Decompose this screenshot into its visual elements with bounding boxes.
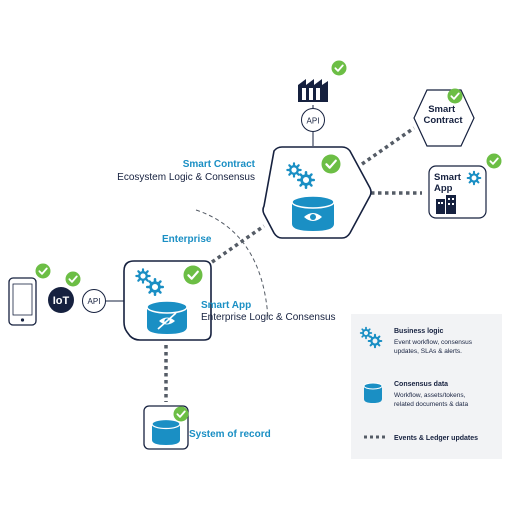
phone-check-icon (34, 262, 52, 280)
legend-consensus-data-desc-1: Workflow, assets/tokens, (394, 392, 466, 399)
api-left-label: API (88, 297, 101, 306)
smart-contract-node-check-icon (446, 87, 464, 105)
smart-app-node-building-icon (436, 195, 456, 214)
smart-app-subtitle: Enterprise Logic & Consensus (201, 312, 336, 323)
iot-check-icon (64, 270, 82, 288)
smart-contract-node-label: Smart Contract (423, 104, 463, 126)
smart-contract-node[interactable]: Smart Contract (413, 89, 475, 147)
contract-database-icon (291, 195, 335, 231)
connector-app-to-contract (211, 224, 265, 264)
connector-contract-to-smart-contract-node (361, 126, 415, 166)
legend-consensus-data-title: Consensus data (394, 381, 448, 388)
legend-database-icon (363, 382, 383, 403)
smart-app-check-icon (182, 264, 204, 286)
iot-badge[interactable]: IoT (48, 287, 74, 313)
smart-app-node-check-icon (485, 152, 503, 170)
system-of-record-check-icon (172, 405, 190, 423)
enterprise-boundary-arc (195, 209, 269, 319)
event-connectors (164, 126, 422, 402)
app-database-icon (146, 300, 188, 334)
smart-contract-check-icon (320, 153, 342, 175)
system-of-record-database-icon (151, 418, 181, 445)
contract-eye-icon (304, 213, 322, 221)
legend: Business logic Event workflow, consensus… (351, 314, 502, 459)
smart-contract-title: Smart Contract (183, 159, 256, 170)
enterprise-label: Enterprise (162, 234, 212, 245)
legend-business-logic-title: Business logic (394, 328, 444, 335)
ecosystem-building-icon (298, 79, 328, 102)
iot-label: IoT (53, 295, 70, 307)
smart-contract-hub[interactable] (262, 146, 372, 239)
api-top-badge[interactable]: API (301, 105, 325, 146)
smart-app-node-label-line1: Smart (434, 172, 462, 183)
mobile-phone-icon[interactable] (8, 277, 37, 326)
legend-item-consensus-data: Consensus data Workflow, assets/tokens, … (363, 381, 468, 408)
smart-app-node[interactable]: Smart App (428, 165, 487, 219)
app-hidden-eye-icon (157, 312, 177, 330)
legend-events-title: Events & Ledger updates (394, 435, 478, 442)
api-left-badge[interactable]: API (82, 289, 125, 313)
legend-business-logic-desc-1: Event workflow, consensus (394, 339, 473, 346)
legend-business-logic-desc-2: updates, SLAs & alerts. (394, 348, 462, 355)
smart-app-title: Smart App (201, 300, 251, 311)
legend-consensus-data-desc-2: related documents & data (394, 401, 468, 408)
legend-item-business-logic: Business logic Event workflow, consensus… (359, 326, 473, 355)
smart-app-node-label-line2: App (434, 183, 453, 194)
smart-contract-subtitle: Ecosystem Logic & Consensus (117, 172, 255, 183)
building-check-icon (330, 59, 348, 77)
api-top-label: API (307, 117, 320, 126)
legend-item-events: Events & Ledger updates (364, 435, 478, 442)
system-of-record-label: System of record (189, 429, 271, 440)
